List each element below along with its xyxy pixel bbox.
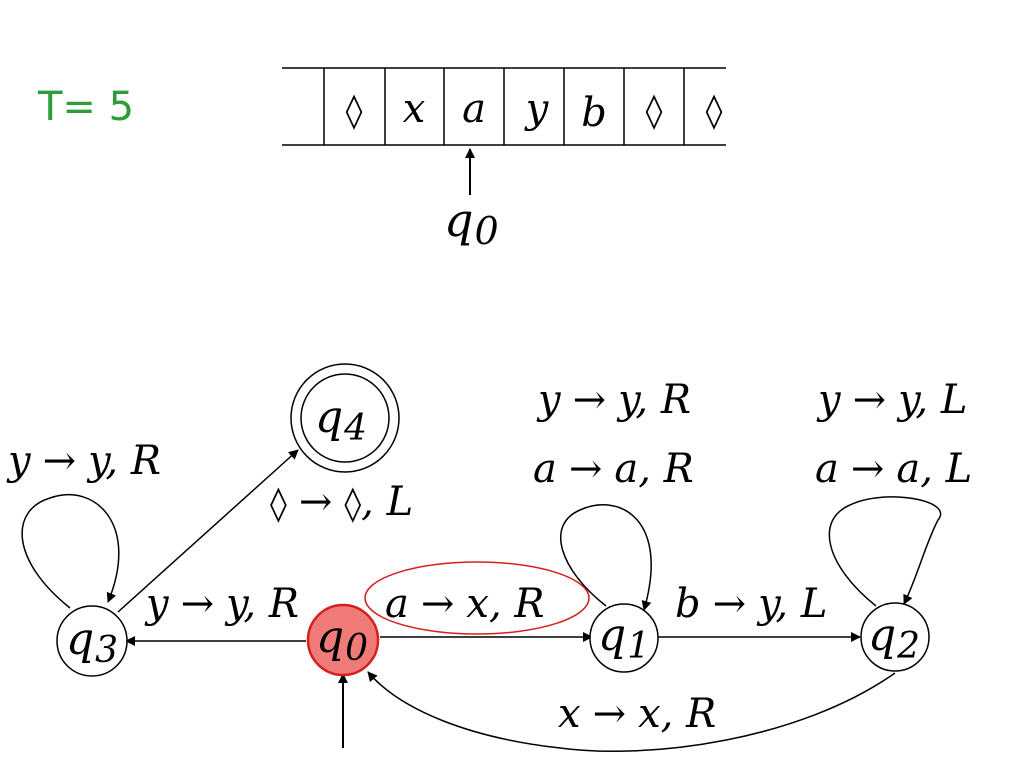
- state-q4: q4: [290, 363, 400, 473]
- tape-cell-3: a: [462, 86, 486, 132]
- symbol-write: a: [896, 446, 920, 492]
- symbol-read: y: [6, 438, 32, 484]
- head-move: R: [513, 581, 544, 627]
- symbol-read: b: [675, 581, 701, 627]
- state-q1-name: q: [598, 610, 626, 661]
- symbol-read: y: [536, 377, 562, 423]
- state-q1-circle: [589, 603, 659, 673]
- tape-cell-7: ◊: [706, 91, 723, 131]
- state-q2-label: q2: [868, 610, 920, 667]
- label-q3-q4: ◊→◊, L: [270, 479, 413, 525]
- arrow-glyph: →: [181, 581, 215, 627]
- state-q4-inner-ring: [300, 373, 390, 463]
- arrow-glyph: →: [569, 446, 603, 492]
- arrow-glyph: →: [593, 691, 627, 737]
- state-q4-index: 4: [343, 408, 367, 449]
- state-q2-name: q: [868, 610, 896, 661]
- symbol-write: a: [614, 446, 638, 492]
- head-move: R: [130, 438, 161, 484]
- tape-head-state-index: 0: [474, 209, 498, 253]
- label-q2-loop-1: a→a, L: [815, 446, 972, 492]
- arrow-glyph: →: [299, 479, 333, 525]
- state-q3-circle: [56, 605, 128, 677]
- transition-labels: y→y, R ◊→◊, L y→y, R a→a, R y→y, L a→a, …: [6, 377, 972, 737]
- loop-q3: [21, 493, 120, 609]
- tape-cell-1: ◊: [346, 91, 363, 131]
- state-q2: q2: [860, 602, 930, 672]
- transitions: [21, 449, 942, 752]
- arrow-glyph: →: [43, 438, 77, 484]
- step-counter-label: T=: [38, 84, 96, 130]
- state-q0: q0: [306, 603, 380, 677]
- state-q0-label: q0: [316, 612, 368, 669]
- active-transition-highlight: [364, 561, 590, 635]
- tape-cell-5: b: [581, 90, 607, 136]
- symbol-read: x: [558, 691, 581, 737]
- arrow-glyph: →: [421, 581, 455, 627]
- head-move: R: [660, 377, 691, 423]
- arrow-glyph: →: [851, 446, 885, 492]
- label-q2-loop-0: y→y, L: [816, 377, 967, 423]
- label-q1-q2: b→y, L: [675, 581, 827, 627]
- label-q1-loop-1: a→a, R: [533, 446, 694, 492]
- symbol-read: a: [815, 446, 839, 492]
- head-move: L: [940, 377, 968, 423]
- symbol-read: y: [144, 581, 170, 627]
- state-q0-index: 0: [345, 628, 368, 669]
- label-q3-loop-0: y→y, R: [6, 438, 161, 484]
- step-counter: T= 5: [38, 84, 134, 130]
- symbol-read: a: [385, 581, 409, 627]
- edge-q2-q0: [367, 671, 896, 752]
- tape: ◊ x a y b ◊ ◊ q0: [282, 67, 726, 253]
- symbol-write: x: [638, 691, 661, 737]
- head-move: L: [800, 581, 828, 627]
- state-q2-circle: [860, 602, 930, 672]
- head-move: R: [663, 446, 694, 492]
- head-move: R: [268, 581, 299, 627]
- symbol-write: ◊: [344, 484, 361, 524]
- state-q3-name: q: [66, 614, 94, 665]
- head-move: R: [685, 691, 716, 737]
- tape-head-label: q0: [444, 193, 499, 253]
- label-q1-loop-0: y→y, R: [536, 377, 691, 423]
- state-q3-label: q3: [66, 614, 118, 671]
- arrow-glyph: →: [573, 377, 607, 423]
- loop-q1: [560, 504, 652, 611]
- state-q0-name: q: [316, 612, 344, 663]
- label-q2-q0: x→x, R: [558, 691, 716, 737]
- state-q1-index: 1: [627, 626, 650, 667]
- tape-cell-4: y: [524, 86, 550, 132]
- state-q4-label: q4: [315, 392, 367, 449]
- symbol-write: x: [466, 581, 489, 627]
- tape-head-state: q: [444, 193, 473, 247]
- state-q1: q1: [589, 603, 659, 673]
- head-move: L: [945, 446, 973, 492]
- tape-cell-6: ◊: [646, 91, 663, 131]
- states: q4 q3 q0 q1 q2: [56, 363, 930, 677]
- symbol-read: ◊: [270, 484, 287, 524]
- step-counter-value: 5: [108, 84, 135, 130]
- state-q4-name: q: [315, 392, 343, 443]
- state-q3: q3: [56, 605, 128, 677]
- tape-cell-2: x: [403, 86, 426, 132]
- state-q3-index: 3: [95, 630, 118, 671]
- arrow-glyph: →: [713, 581, 747, 627]
- symbol-read: y: [816, 377, 842, 423]
- edge-q3-q4: [117, 449, 299, 613]
- state-q2-index: 2: [896, 626, 920, 667]
- symbol-read: a: [533, 446, 557, 492]
- label-q0-q1: a→x, R: [385, 581, 545, 627]
- state-q0-circle: [306, 603, 380, 677]
- head-move: L: [386, 479, 414, 525]
- label-q0-q3: y→y, R: [144, 581, 299, 627]
- loop-q2: [828, 496, 942, 607]
- state-q1-label: q1: [598, 610, 650, 667]
- arrow-glyph: →: [853, 377, 887, 423]
